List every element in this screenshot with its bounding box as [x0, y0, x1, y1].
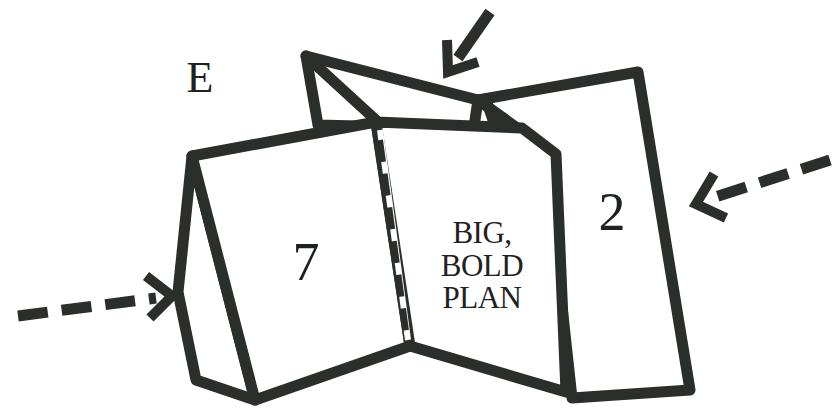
dashed-crease — [380, 140, 407, 338]
crease-gap — [380, 130, 408, 340]
front-right-page — [376, 122, 566, 392]
arrow-shaft — [458, 12, 490, 58]
page-number: 2 — [599, 185, 626, 239]
arrow-head — [696, 174, 726, 218]
arrow-head — [146, 276, 172, 318]
arrow-head — [447, 40, 478, 72]
page-number: 7 — [293, 235, 320, 289]
plan-title: BIG, BOLD PLAN — [435, 213, 529, 319]
dashed-arrow-shaft — [712, 160, 830, 198]
panel-letter: E — [187, 56, 214, 100]
back-flap-edge — [306, 56, 378, 122]
dashed-arrow-shaft — [18, 298, 156, 316]
